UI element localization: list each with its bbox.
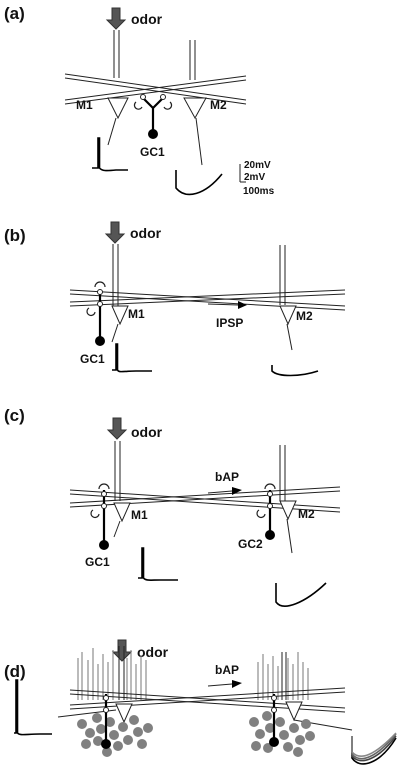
panel-c-label: (c) [4,406,25,425]
panel-d-m2-traces [351,732,397,765]
panel-a-m1-trace [92,137,128,172]
panel-d-bap-label: bAP [215,663,239,677]
panel-d-m1-soma [115,703,133,724]
arrowhead-icon [238,301,247,309]
panel-a-m2-soma [183,97,207,120]
panel-b-m2-trace [271,365,319,377]
panel-b-odor-label: odor [130,225,162,241]
panel-d: (d) odor [4,639,397,765]
panel-b-gc1 [86,281,106,346]
panel-a-gc1-label: GC1 [140,145,165,159]
panel-b: (b) odor M1 M2 GC1 IPSP [4,221,346,377]
panel-b-m1-trace [112,343,152,373]
arrowhead-icon [232,487,242,495]
panel-c-odor-label: odor [131,424,163,440]
panel-c-gc1 [90,483,110,550]
panel-d-gc-cluster-right [249,694,315,757]
panel-c-m2-label: M2 [298,507,315,521]
odor-arrow-icon [111,639,133,662]
panel-b-ipsp-arrow [207,303,239,306]
panel-c-m1-trace [138,547,178,581]
arrowhead-icon [232,680,242,688]
panel-a-gc1 [133,94,173,139]
panel-d-bap-arrow [207,683,233,687]
panel-b-dendrites [69,244,346,311]
panel-c-gc1-label: GC1 [85,555,110,569]
panel-b-m1-soma [111,305,129,326]
panel-d-m2-soma [285,701,303,722]
panel-c-m1-label: M1 [131,508,148,522]
panel-b-label: (b) [4,226,26,245]
panel-a: (a) odor M1 M2 GC1 [4,4,275,197]
panel-c-gc2-label: GC2 [238,537,263,551]
panel-c-m1-soma [113,502,131,523]
panel-a-m2-label: M2 [210,98,227,112]
panel-d-dendrite-bundle-left [77,646,147,700]
panel-b-gc1-label: GC1 [80,352,105,366]
odor-arrow-icon [105,7,127,30]
panel-a-m1-soma [107,97,129,120]
panel-a-odor-label: odor [131,11,163,27]
panel-c-m2-trace [275,582,327,607]
panel-b-m1-label: M1 [128,307,145,321]
scale-2mv-label: 2mV [244,172,265,183]
panel-a-m2-trace [175,170,223,196]
odor-arrow-icon [106,417,128,440]
panel-d-odor-label: odor [137,644,169,660]
panel-d-gc-cluster-left [77,694,153,757]
panel-d-label: (d) [4,662,26,681]
panel-c: (c) odor M1 M2 GC1 [4,406,341,607]
panel-d-lateral-dendrites [69,687,346,713]
panel-b-m2-soma [279,305,297,326]
scale-bar: 20mV 2mV 100ms [239,160,275,197]
scale-100ms-label: 100ms [243,186,275,197]
panel-c-bap-arrow [207,490,233,494]
panel-c-gc2 [256,483,276,540]
odor-arrow-icon [104,221,126,244]
panel-d-m1-trace [14,679,52,736]
scale-20mv-label: 20mV [244,160,271,171]
panel-c-m2-soma [279,500,297,521]
panel-a-m1-label: M1 [76,98,93,112]
panel-a-label: (a) [4,4,25,23]
panel-c-bap-label: bAP [215,470,239,484]
panel-b-m2-label: M2 [296,309,313,323]
panel-b-ipsp-label: IPSP [216,316,243,330]
panel-c-dendrites [69,441,341,513]
panel-a-dendrites [64,30,247,105]
